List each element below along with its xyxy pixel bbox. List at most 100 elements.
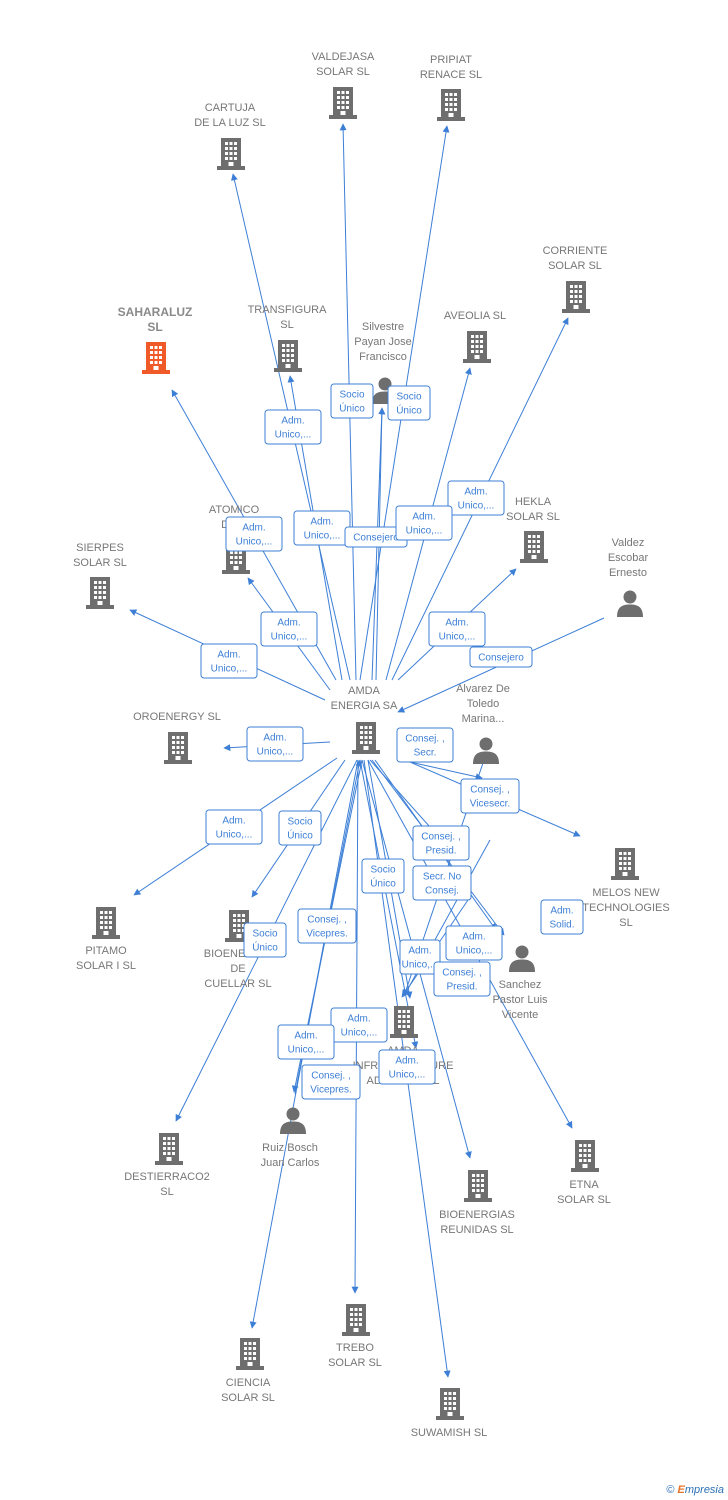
relation-text: Adm.Unico,... <box>257 733 294 758</box>
relation-label-r8[interactable]: Adm.Unico,... <box>395 505 453 541</box>
relation-label-r21[interactable]: Adm.Solid. <box>540 899 584 935</box>
relation-box <box>378 1049 436 1085</box>
node-suwamish[interactable]: SUWAMISH SL <box>411 1388 488 1439</box>
person-icon <box>280 1107 306 1134</box>
relation-label-r4[interactable]: Adm.Unico,... <box>447 480 505 516</box>
relation-text: Adm.Unico,... <box>304 517 341 542</box>
relation-box <box>433 961 491 997</box>
building-icon <box>236 1338 264 1370</box>
building-icon <box>142 342 170 374</box>
relation-label-r24[interactable]: Adm.Unico,... <box>445 925 503 961</box>
relation-box <box>395 505 453 541</box>
relation-text: Consej. ,Secr. <box>405 734 444 759</box>
relation-text: Consej. ,Vicesecr. <box>470 785 510 810</box>
building-icon <box>464 1170 492 1202</box>
building-icon <box>155 1133 183 1165</box>
relation-label-r10[interactable]: Adm.Unico,... <box>428 611 486 647</box>
building-icon <box>571 1140 599 1172</box>
relation-label-r9[interactable]: Adm.Unico,... <box>260 611 318 647</box>
building-icon <box>274 340 302 372</box>
relation-label-r26[interactable]: Consej. ,Presid. <box>433 961 491 997</box>
relation-label-r13[interactable]: Adm.Unico,... <box>246 726 304 762</box>
relation-label-r22[interactable]: Consej. ,Vicepres. <box>297 908 357 944</box>
relation-text: Consejero <box>478 653 524 664</box>
relation-box <box>301 1064 361 1100</box>
relation-text: Consej. ,Presid. <box>442 968 481 993</box>
relation-label-r5[interactable]: Adm.Unico,... <box>293 510 351 546</box>
node-oroenergy[interactable]: OROENERGY SL <box>133 711 221 764</box>
relation-label-r6[interactable]: Adm.Unico,... <box>225 516 283 552</box>
relation-text: Adm.Solid. <box>549 906 574 931</box>
person-icon <box>473 737 499 764</box>
node-aveolia[interactable]: AVEOLIA SL <box>444 310 506 363</box>
relation-label-r12[interactable]: Adm.Unico,... <box>200 643 258 679</box>
building-icon <box>217 138 245 170</box>
relation-label-r11[interactable]: Consejero <box>469 646 533 668</box>
person-icon <box>509 945 535 972</box>
relation-text: Consej. ,Presid. <box>421 832 460 857</box>
footer-brand: © Empresia <box>666 1484 724 1496</box>
relation-label-r16[interactable]: Adm.Unico,... <box>205 809 263 845</box>
relation-text: Adm.Unico,... <box>439 618 476 643</box>
relation-label-r1[interactable]: Adm.Unico,... <box>264 409 322 445</box>
relation-label-r18[interactable]: Consej. ,Presid. <box>412 825 470 861</box>
building-icon <box>164 732 192 764</box>
relation-label-r14[interactable]: Consej. ,Secr. <box>396 727 454 763</box>
relation-label-r15[interactable]: Consej. ,Vicesecr. <box>460 778 520 814</box>
relation-box <box>246 726 304 762</box>
relation-box <box>361 858 405 894</box>
building-icon <box>86 577 114 609</box>
relation-label-r27[interactable]: Adm.Unico,... <box>330 1007 388 1043</box>
relation-label-r30[interactable]: Adm.Unico,... <box>378 1049 436 1085</box>
relation-label-r28[interactable]: Adm.Unico,... <box>277 1024 335 1060</box>
node-label: AVEOLIA SL <box>444 310 506 322</box>
building-icon <box>436 1388 464 1420</box>
relation-box <box>387 385 431 421</box>
relation-label-r29[interactable]: Consej. ,Vicepres. <box>301 1064 361 1100</box>
relation-label-r25[interactable]: Adm.Unico,... <box>399 939 441 975</box>
relation-text: Adm.Unico,... <box>288 1031 325 1056</box>
relation-box <box>396 727 454 763</box>
